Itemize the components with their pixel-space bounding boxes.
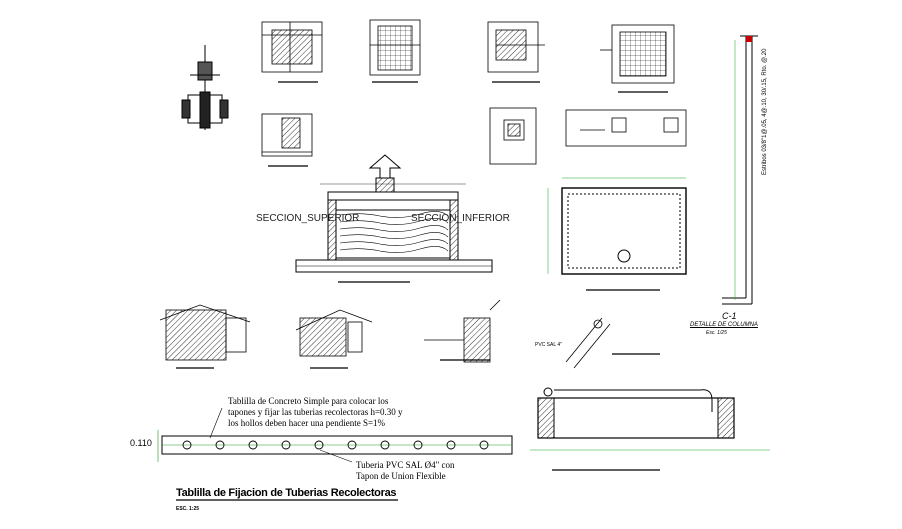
valve-detail: [181, 45, 229, 130]
drawing-scale: ESC. 1:25: [176, 506, 200, 512]
section-detail-small: [261, 113, 313, 167]
column-detail-scale: Esc. 1/25: [706, 330, 727, 336]
plan-detail-1: [261, 21, 323, 83]
plan-detail-2: [369, 19, 421, 83]
detail-row2-b: [295, 309, 373, 369]
box-detail-a: [489, 107, 537, 165]
slab-note-line2: tapones y fijar las tuberias recolectora…: [228, 407, 403, 417]
tablilla-slab: [157, 407, 513, 501]
plan-detail-3: [487, 21, 545, 83]
pipe-note-line1: Tuberia PVC SAL Ø4" con: [356, 460, 455, 470]
column-stirrups-note: Estribos 03/8"1@.05, 4@.10, 30/.15, Rto.…: [762, 48, 768, 175]
column-detail-title: DETALLE DE COLUMNA: [690, 322, 758, 328]
section-label-superior: SECCION_SUPERIOR: [256, 213, 360, 224]
main-section-view: [295, 154, 493, 283]
pipe-note-line2: Tapon de Union Flexible: [356, 471, 446, 481]
box-detail-b: [565, 109, 687, 147]
tank-section: [530, 387, 770, 471]
detail-row2-c: [424, 299, 501, 363]
column-label: C-1: [722, 311, 737, 321]
section-label-inferior: SECCION_INFERIOR: [411, 213, 510, 224]
slab-note-line3: los hollos deben hacer una pendiente S=1…: [228, 418, 386, 428]
plan-view-right: [547, 177, 687, 291]
slab-note-line1: Tablilla de Concreto Simple para colocar…: [228, 396, 389, 406]
pipe-elbow-detail: [565, 317, 660, 369]
detail-row2-a: [159, 304, 251, 369]
pipe-label-pvc: PVC SAL 4": [535, 342, 562, 348]
slab-dimension: 0.110: [130, 438, 152, 448]
column-detail: [722, 35, 758, 305]
plan-detail-4: [600, 24, 675, 93]
drawing-title: Tablilla de Fijacion de Tuberias Recolec…: [176, 487, 397, 499]
